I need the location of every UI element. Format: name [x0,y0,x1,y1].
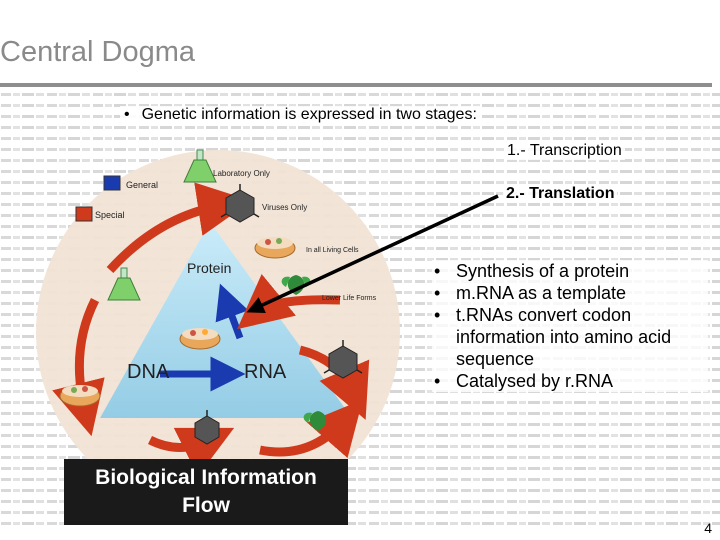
title-underline [0,83,712,87]
label-lower-life-forms: Lower Life Forms [322,295,377,302]
intro-text: • Genetic information is expressed in two… [120,106,481,124]
red-arrow-top [106,182,252,274]
bullet-text: Catalysed by r.RNA [456,371,614,391]
translation-pointer-arrow [246,194,499,314]
label-viruses-only: Viruses Only [262,203,307,212]
step-translation: 2.- Translation [503,185,618,203]
virus-icon [220,184,260,223]
bullet-text: Synthesis of a protein [456,261,630,281]
list-item: •m.RNA as a template [432,282,708,304]
list-item: •Catalysed by r.RNA [432,370,708,392]
banner-line-1: Biological Information [95,466,317,489]
list-item: •t.RNAs convert codon information into a… [432,304,708,370]
label-protein: Protein [187,260,231,276]
slide-title: Central Dogma [0,36,196,68]
flask-icon [107,267,141,301]
legend-special-label: Special [95,210,125,220]
flask-icon [183,149,217,183]
translation-bullets: •Synthesis of a protein •m.RNA as a temp… [432,260,708,392]
virus-icon [323,340,363,379]
list-item: •Synthesis of a protein [432,260,708,282]
page-number: 4 [704,520,712,536]
plant-icon [303,411,327,431]
legend-general-label: General [126,180,158,190]
bullet-text: m.RNA as a template [456,283,627,303]
cell-icon [59,385,101,407]
cell-icon [254,237,296,259]
label-all-living-cells: In all Living Cells [306,247,359,254]
banner-line-2: Flow [182,494,230,517]
legend-special-swatch [75,206,93,222]
cell-icon [179,328,221,350]
label-rna: RNA [244,361,287,383]
legend-general-swatch [103,175,121,191]
rna-to-protein-arrow [215,283,249,340]
red-arrow-bottom-right [259,399,363,459]
step-transcription: 1.- Transcription [504,142,625,160]
virus-icon [194,410,220,445]
info-flow-banner [64,459,348,525]
bullet-text: t.RNAs convert codon information into am… [456,305,672,369]
label-dna: DNA [127,361,170,383]
intro-label: Genetic information is expressed in two … [141,106,477,123]
label-laboratory-only: Laboratory Only [213,169,270,178]
intro-bullet: • [124,106,130,123]
